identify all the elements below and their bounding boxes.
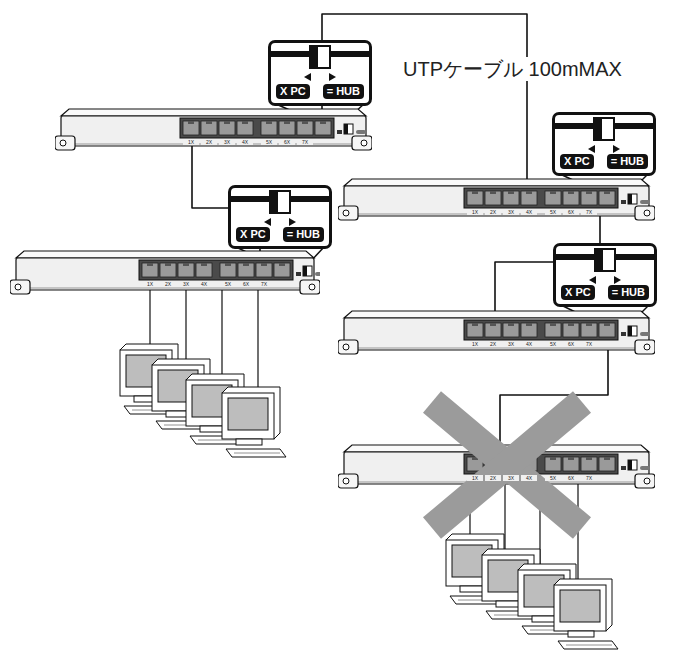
port-number: 1X [142,281,158,287]
port-number: 3X [503,209,519,215]
port-number: 4X [196,281,212,287]
port-number: 7X [297,139,313,145]
port-number: 2X [201,139,217,145]
port-number: 2X [485,341,501,347]
utp-cable [322,14,527,180]
pc-cable [504,482,505,557]
hub-unit: 1X2X3X4X 5X6X7X [10,250,320,296]
switch-label: = HUB [283,227,324,242]
port-number: 6X [563,475,579,481]
hub-body [338,310,655,356]
port-number: 7X [581,209,597,215]
pc-cable [149,288,150,352]
port-number: 5X [220,281,236,287]
port-number: 2X [485,209,501,215]
pc-cable [257,288,258,395]
switch-label: = HUB [608,285,649,300]
switch-labels: X PC = HUB [560,154,648,169]
pc-icon [554,579,618,649]
hub-unit: 1X2X3X4X 5X6X7X [55,108,372,152]
switch-callout: X PC = HUB [228,185,332,249]
port-number: 1X [467,475,483,481]
switch-callout: X PC = HUB [552,112,656,176]
port-number: 7X [256,281,272,287]
port-number: 5X [545,475,561,481]
port-number: 4X [521,209,537,215]
pc-cable [221,288,222,382]
switch-label: X PC [561,285,595,300]
port-number: 4X [521,475,537,481]
switch-labels: X PC = HUB [561,285,649,300]
port-number: 7X [581,341,597,347]
port-number: 6X [563,209,579,215]
hub-unit: 1X2X3X4X 5X6X7X [338,178,655,222]
port-number: 6X [279,139,295,145]
hub-body [55,108,372,152]
hub-unit: 1X2X3X4X 5X6X7X [338,310,655,356]
cross-stroke [432,402,582,528]
port-number: 1X [467,341,483,347]
switch-label: = HUB [607,154,648,169]
port-number: 5X [545,341,561,347]
switch-label: = HUB [323,84,364,99]
switch-callout: X PC = HUB [268,40,372,106]
switch-labels: X PC = HUB [236,227,324,242]
hub-body [338,178,655,222]
port-number: 1X [183,139,199,145]
pc-icon [222,387,286,457]
pc-cable [577,482,578,587]
port-number: 3X [503,341,519,347]
switch-label: X PC [236,227,270,242]
port-number: 5X [545,209,561,215]
port-number: 2X [485,475,501,481]
switch-labels: X PC = HUB [276,84,364,99]
port-number: 7X [581,475,597,481]
pc-cable [185,288,186,367]
port-number: 3X [503,475,519,481]
switch-callout: X PC = HUB [553,243,657,307]
switch-label: X PC [560,154,594,169]
cable-label: UTPケーブル 100mMAX [400,57,625,81]
port-number: 2X [160,281,176,287]
port-number: 6X [238,281,254,287]
port-number: 3X [219,139,235,145]
switch-label: X PC [276,84,310,99]
port-number: 4X [237,139,253,145]
cross-stroke [432,402,582,528]
port-number: 1X [467,209,483,215]
port-number: 6X [563,341,579,347]
port-number: 3X [178,281,194,287]
port-number: 4X [521,341,537,347]
hub-body [10,250,320,296]
port-number: 5X [261,139,277,145]
